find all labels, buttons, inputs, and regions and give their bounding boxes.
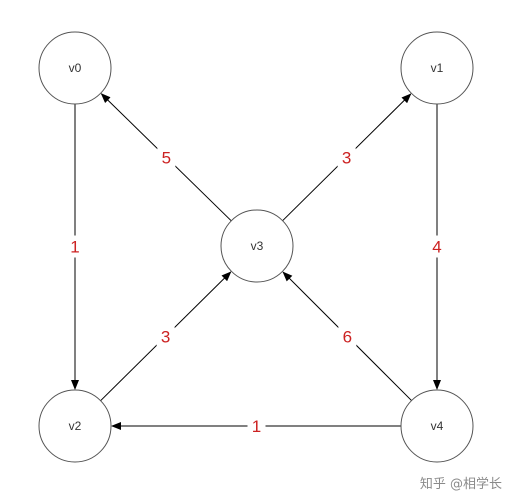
weight-background	[66, 235, 84, 258]
edge-weight-label: 5	[162, 148, 171, 167]
node-v1: v1	[400, 31, 474, 105]
node-circle	[400, 31, 474, 105]
weight-background	[156, 325, 175, 348]
edge-weight-label: 3	[161, 327, 170, 346]
watermark: 知乎 @相学长	[419, 477, 502, 492]
edges-layer: 5 3 1 4 3 6 1	[66, 93, 446, 437]
node-v3: v3	[220, 209, 294, 283]
edge-weight-label: 3	[342, 148, 351, 167]
node-label: v2	[69, 419, 82, 433]
weight-background	[338, 325, 357, 348]
edge-v2-v3: 3	[100, 271, 232, 402]
edge-weight-label: 1	[70, 238, 79, 257]
edge-v4-v2: 1	[111, 415, 401, 437]
edge-v0-v2: 1	[66, 104, 84, 390]
weight-background	[337, 146, 356, 169]
edge-v1-v4: 4	[428, 104, 446, 390]
node-v2: v2	[38, 389, 112, 463]
node-circle	[400, 389, 474, 463]
weight-background	[247, 415, 266, 437]
edge-v4-v3: 6	[282, 271, 412, 401]
node-v0: v0	[38, 31, 112, 105]
edge-v3-v1: 3	[282, 93, 412, 222]
node-label: v3	[251, 239, 264, 253]
nodes-layer: v0 v1 v2 v3 v4	[38, 31, 474, 463]
node-label: v0	[69, 61, 82, 75]
node-v4: v4	[400, 389, 474, 463]
node-circle	[38, 31, 112, 105]
node-circle	[220, 209, 294, 283]
node-label: v1	[431, 61, 444, 75]
edge-v3-v0: 5	[100, 93, 232, 222]
node-circle	[38, 389, 112, 463]
weight-background	[428, 235, 446, 258]
edge-weight-label: 4	[432, 238, 441, 257]
edge-weight-label: 1	[252, 417, 261, 436]
weight-background	[157, 146, 176, 169]
node-label: v4	[431, 419, 444, 433]
edge-weight-label: 6	[343, 327, 352, 346]
